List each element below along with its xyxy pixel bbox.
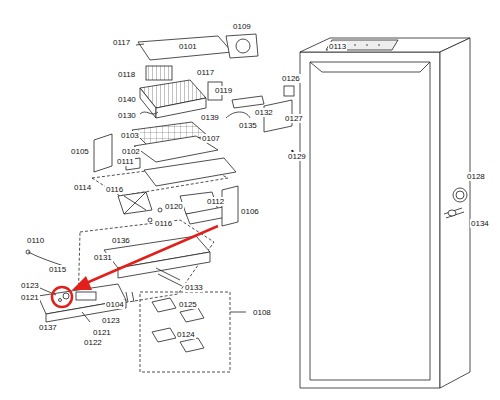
callout-number: 0115 [48, 265, 67, 274]
callout-number: 0112 [206, 197, 225, 206]
callout-number: 0109 [232, 22, 252, 31]
callout-number: 0123 [101, 316, 121, 325]
callout-number: 0126 [281, 74, 301, 83]
cabinet-front [300, 52, 440, 388]
callout-number: 0137 [38, 323, 58, 332]
callout-number: 0103 [120, 131, 140, 140]
callout-number: 0101 [178, 42, 198, 51]
callout-number: 0128 [466, 172, 486, 181]
callout-number: 0108 [252, 308, 272, 317]
callout-number: 0140 [117, 95, 137, 104]
cabinet-edge [310, 62, 322, 72]
control-strip [326, 40, 398, 50]
callout-number: 0134 [470, 219, 490, 228]
callout-number: 0123 [20, 281, 40, 290]
callout-number: 0131 [93, 253, 113, 262]
callout-number: 0117 [196, 68, 215, 77]
connector-block [146, 66, 172, 80]
callout-number: 0121 [20, 293, 40, 302]
callout-number: 0118 [117, 70, 136, 79]
callout-number: 0114 [73, 183, 92, 192]
callout-number: 0113 [328, 42, 347, 51]
callout-number: 0129 [287, 152, 307, 161]
callout-number: 0133 [184, 283, 204, 292]
callout-number: 0122 [83, 338, 103, 347]
callout-number: 0116 [154, 219, 173, 228]
callout-number: 0120 [164, 202, 184, 211]
callout-number: 0102 [121, 147, 141, 156]
callout-number: 0127 [284, 114, 304, 123]
callout-number: 0136 [111, 236, 131, 245]
callout-number: 0104 [105, 300, 125, 309]
callout-number: 0116 [105, 185, 124, 194]
red-circle [52, 287, 72, 307]
callout-number: 0106 [240, 207, 260, 216]
callout-number: 0139 [200, 113, 220, 122]
callout-number: 0132 [254, 108, 274, 117]
red-arrow [84, 226, 218, 284]
cabinet-side [440, 38, 470, 388]
callout-number: 0110 [26, 236, 45, 245]
callout-number: 0119 [214, 86, 233, 95]
callout-number: 0135 [238, 121, 258, 130]
callout-number: 0121 [92, 328, 112, 337]
callout-number: 0105 [70, 147, 90, 156]
callout-number: 0125 [178, 300, 198, 309]
callout-number: 0111 [116, 157, 135, 166]
fan-housing [226, 34, 258, 58]
callout-number: 0130 [117, 111, 137, 120]
top-cover [138, 36, 232, 60]
cabinet-opening [310, 62, 430, 380]
callout-number: 0117 [112, 38, 131, 47]
callout-number: 0107 [201, 134, 221, 143]
callout-number: 0124 [176, 330, 196, 339]
